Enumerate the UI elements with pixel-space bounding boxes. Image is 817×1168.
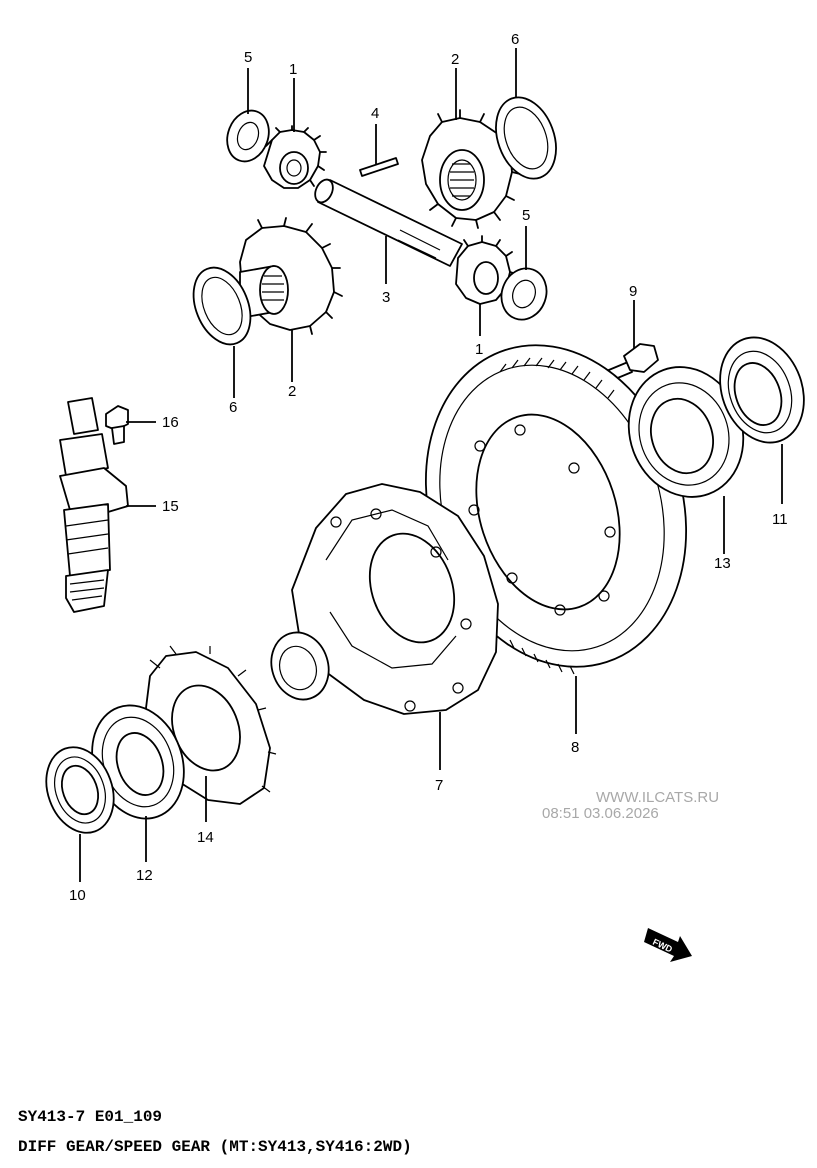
callout-numbers: 5 1 4 2 6 5 3 1 9 6 2 16 15 11 13 8 7 14…: [69, 31, 788, 904]
bolt-16: [105, 405, 129, 445]
differential-case-7: [270, 483, 499, 715]
pinion-gear-1-lower: [455, 235, 517, 305]
callout-6-upper: 6: [511, 31, 519, 48]
fwd-direction-arrow: FWD: [644, 928, 692, 962]
bearing-13: [627, 366, 745, 498]
thrust-washer-6-upper: [495, 96, 557, 180]
callout-14: 14: [197, 829, 214, 846]
washer-5-lower: [500, 267, 548, 321]
callout-1-upper: 1: [289, 61, 297, 78]
callout-9: 9: [629, 283, 637, 300]
thrust-washer-6-lower: [192, 266, 252, 346]
oil-seal-11: [719, 336, 805, 444]
callout-2-upper: 2: [451, 51, 459, 68]
callout-3: 3: [382, 289, 390, 306]
callout-15: 15: [162, 498, 179, 515]
callout-4: 4: [371, 105, 379, 122]
watermark-site: WWW.ILCATS.RU: [596, 789, 719, 806]
diagram-code: SY413-7 E01_109: [18, 1108, 163, 1126]
pinion-shaft-3: [314, 178, 463, 267]
diagram-title: DIFF GEAR/SPEED GEAR (MT:SY413,SY416:2WD…: [18, 1138, 412, 1156]
callout-5-upper: 5: [244, 49, 252, 66]
lock-pin-4: [359, 157, 399, 177]
leader-lines: [79, 48, 783, 882]
callout-10: 10: [69, 887, 86, 904]
callout-11: 11: [772, 511, 788, 528]
callout-12: 12: [136, 867, 153, 884]
speedometer-driven-gear-15: [59, 397, 129, 613]
callout-7: 7: [435, 777, 443, 794]
callout-8: 8: [571, 739, 579, 756]
oil-seal-10: [45, 746, 115, 834]
side-gear-2-lower: [239, 217, 343, 335]
callout-13: 13: [714, 555, 731, 572]
callout-16: 16: [162, 414, 179, 431]
bearing-12: [91, 704, 185, 820]
side-gear-2-upper: [421, 109, 521, 229]
pinion-gear-1-upper: [263, 125, 327, 189]
watermark-timestamp: 08:51 03.06.2026: [542, 805, 659, 822]
callout-1-lower: 1: [475, 341, 483, 358]
callout-6-lower: 6: [229, 399, 237, 416]
callout-5-lower: 5: [522, 207, 530, 224]
callout-2-lower: 2: [288, 383, 296, 400]
washer-5-upper: [226, 109, 270, 163]
watermark: WWW.ILCATS.RU 08:51 03.06.2026: [542, 789, 719, 822]
